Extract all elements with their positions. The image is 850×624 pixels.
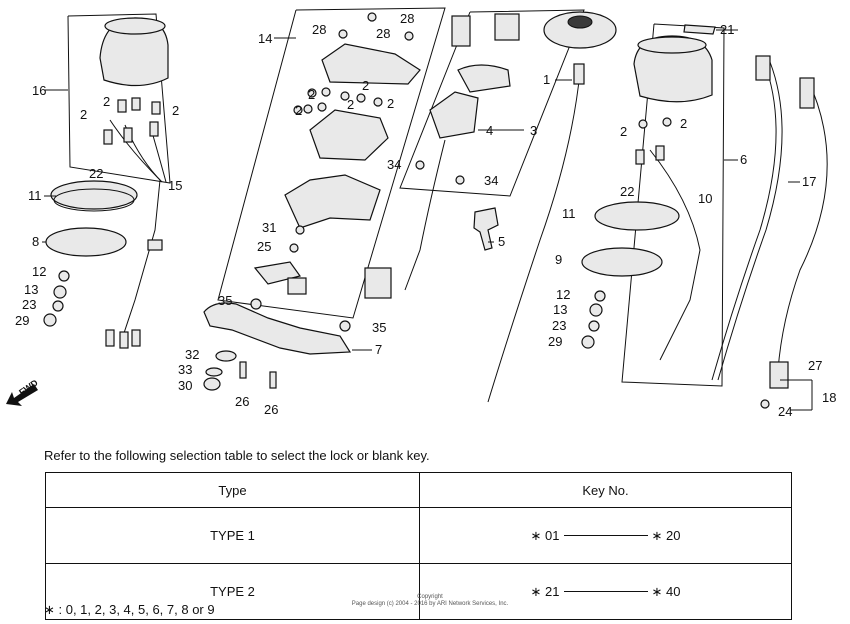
meter-cover-8	[45, 227, 127, 257]
label-15: 15	[168, 178, 182, 193]
label-28: 28	[312, 22, 326, 37]
label-3: 3	[530, 123, 537, 138]
key-range-cell: ∗ 01 ∗ 20	[419, 507, 792, 564]
label-7: 7	[375, 342, 382, 357]
right-meter-group	[581, 23, 725, 387]
label-8: 8	[32, 234, 39, 249]
mounting-plate	[203, 298, 352, 391]
label-25: 25	[257, 239, 271, 254]
label-35: 35	[218, 293, 232, 308]
label-30: 30	[178, 378, 192, 393]
table-row: TYPE 2 ∗ 21 ∗ 40	[45, 563, 792, 620]
parts-diagram: 16 2 2 2 22 15 11 8 12 13 23 29 14 28 28…	[15, 7, 836, 419]
label-2: 2	[347, 97, 354, 112]
key-from: ∗ 01	[530, 527, 560, 543]
label-33: 33	[178, 362, 192, 377]
meter-case-11-right	[594, 201, 680, 231]
label-2: 2	[80, 107, 87, 122]
label-12: 12	[556, 287, 570, 302]
label-11: 11	[28, 188, 42, 203]
label-29: 29	[548, 334, 562, 349]
label-34: 34	[484, 173, 498, 188]
meter-bracket	[321, 43, 421, 85]
ignition-switch	[429, 91, 479, 139]
key-from: ∗ 21	[530, 583, 560, 599]
label-23: 23	[22, 297, 36, 312]
label-10: 10	[698, 191, 712, 206]
label-2: 2	[620, 124, 627, 139]
tachometer-cable-17	[711, 61, 777, 381]
label-34: 34	[387, 157, 401, 172]
blank-key	[473, 207, 499, 251]
label-21: 21	[720, 22, 734, 37]
label-1: 1	[543, 72, 550, 87]
fwd-arrow-icon: FWD	[6, 377, 40, 406]
key-range-cell: ∗ 21 ∗ 40	[419, 563, 792, 620]
label-16: 16	[32, 83, 46, 98]
column-header-type: Type	[45, 472, 420, 508]
copyright-notice: Copyright Page design (c) 2004 - 2016 by…	[351, 594, 509, 607]
range-line	[563, 535, 648, 536]
label-23: 23	[552, 318, 566, 333]
table-header-row: Type Key No.	[45, 472, 792, 508]
label-22: 22	[620, 184, 634, 199]
label-27: 27	[808, 358, 822, 373]
steering-stem-top	[309, 109, 389, 161]
label-18: 18	[822, 390, 836, 405]
type-cell: TYPE 1	[45, 507, 420, 564]
label-9: 9	[555, 252, 562, 267]
speedometer-cable-1	[487, 71, 581, 403]
meter-case-11-left	[50, 180, 138, 210]
label-31: 31	[262, 220, 276, 235]
forward-direction-indicator: FWD	[4, 374, 52, 408]
label-17: 17	[802, 174, 816, 189]
type-cell: TYPE 2	[45, 563, 420, 620]
ignition-cover	[543, 11, 617, 49]
key-to: ∗ 40	[651, 583, 681, 599]
part-number-labels: 16 2 2 2 22 15 11 8 12 13 23 29 14 28 28…	[15, 11, 836, 419]
label-22: 22	[89, 166, 103, 181]
ignition-switch-group	[364, 9, 617, 299]
footnote: ∗ : 0, 1, 2, 3, 4, 5, 6, 7, 8 or 9	[44, 602, 215, 617]
label-26: 26	[235, 394, 249, 409]
label-14: 14	[258, 31, 272, 46]
range-line	[563, 591, 648, 592]
left-meter-group	[43, 13, 171, 349]
label-11: 11	[562, 206, 576, 221]
label-29: 29	[15, 313, 29, 328]
label-26: 26	[264, 402, 278, 417]
label-2: 2	[308, 87, 315, 102]
label-2: 2	[680, 116, 687, 131]
leader-lines	[42, 29, 813, 411]
key-selection-table: Type Key No. TYPE 1 ∗ 01 ∗ 20 TYPE 2 ∗ 2…	[45, 472, 792, 620]
label-2: 2	[387, 96, 394, 111]
label-2: 2	[295, 103, 302, 118]
label-13: 13	[553, 302, 567, 317]
label-24: 24	[778, 404, 792, 419]
label-32: 32	[185, 347, 199, 362]
label-4: 4	[486, 123, 493, 138]
label-5: 5	[498, 234, 505, 249]
speedometer-cable-18	[777, 79, 828, 371]
label-6: 6	[740, 152, 747, 167]
bracket-group	[217, 7, 446, 319]
label-12: 12	[32, 264, 46, 279]
label-13: 13	[24, 282, 38, 297]
fork-top-bridge	[284, 174, 381, 229]
column-header-key-no: Key No.	[419, 472, 792, 508]
label-2: 2	[172, 103, 179, 118]
label-2: 2	[103, 94, 110, 109]
meter-cover-9	[581, 247, 663, 277]
selection-instruction: Refer to the following selection table t…	[44, 448, 430, 463]
table-row: TYPE 1 ∗ 01 ∗ 20	[45, 507, 792, 564]
label-2: 2	[362, 78, 369, 93]
label-28: 28	[376, 26, 390, 41]
label-28: 28	[400, 11, 414, 26]
key-to: ∗ 20	[651, 527, 681, 543]
label-35: 35	[372, 320, 386, 335]
